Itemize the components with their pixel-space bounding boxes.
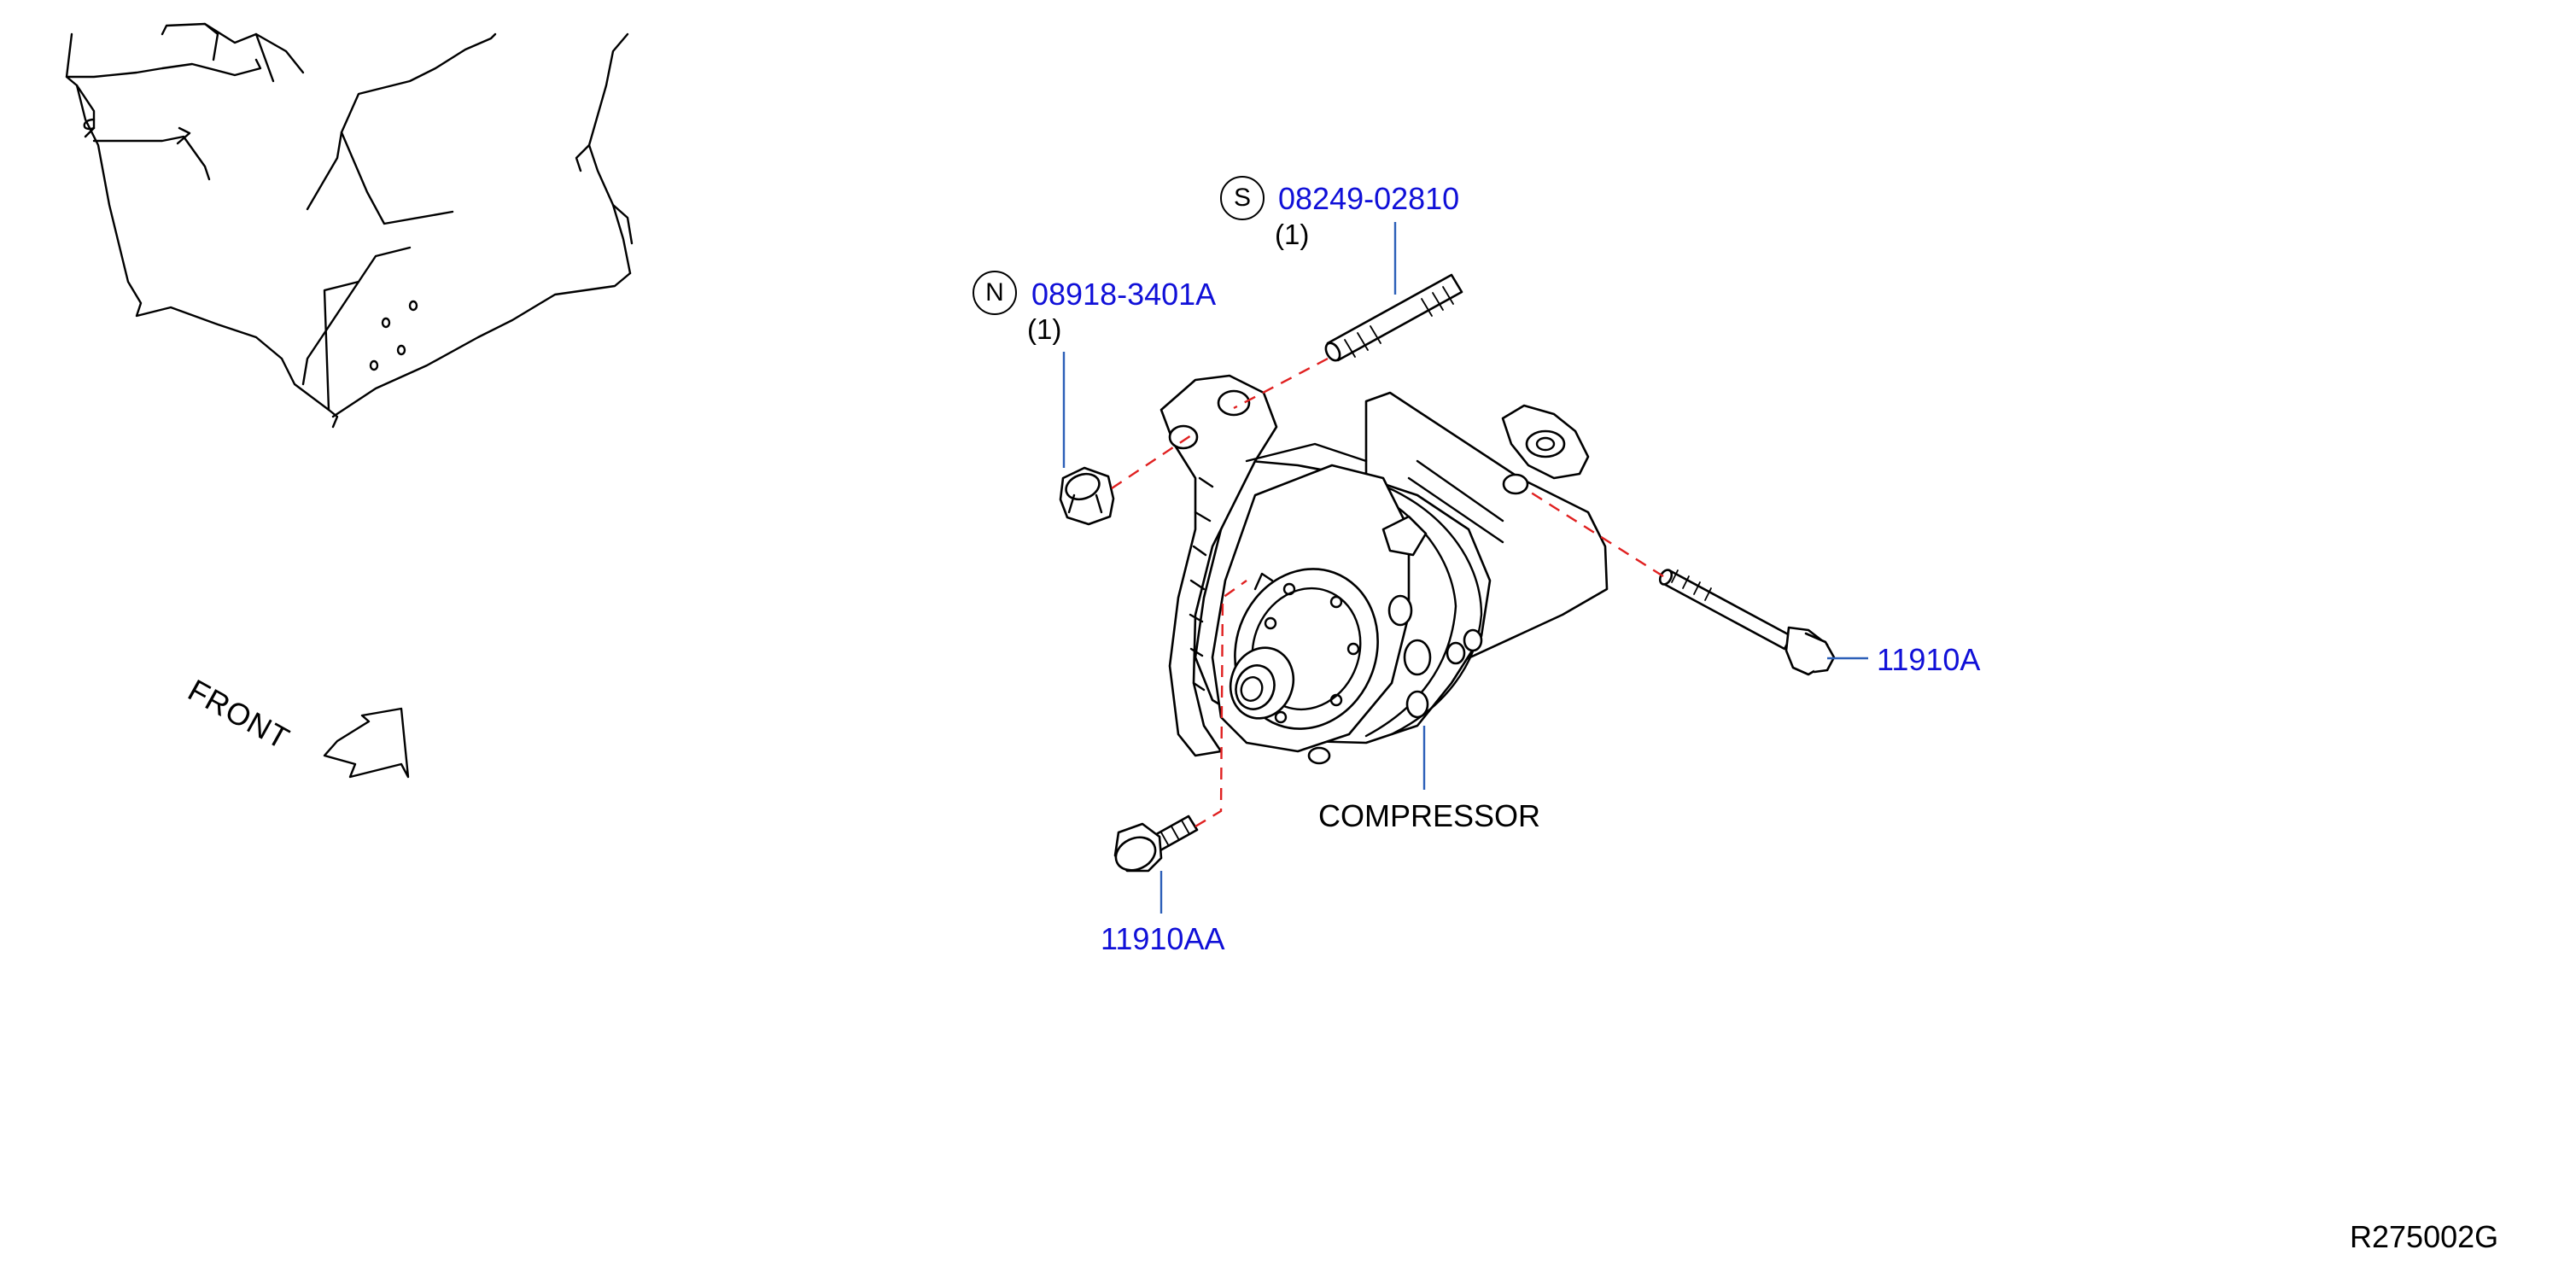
nut-part	[1059, 466, 1115, 526]
reference-code: R275002G	[2350, 1219, 2499, 1254]
engine-block-outline	[65, 22, 634, 429]
short-bolt-part-number[interactable]: 11910AA	[1101, 921, 1225, 956]
standard-part-badge: S	[1220, 176, 1265, 220]
stud-quantity: (1)	[1275, 219, 1310, 250]
nut-part-number[interactable]: 08918-3401A	[1031, 277, 1217, 312]
long-bolt-part-number[interactable]: 11910A	[1877, 642, 1981, 677]
stud-part-number[interactable]: 08249-02810	[1278, 181, 1460, 216]
dashed-line-nut	[1111, 435, 1192, 489]
compressor-label: COMPRESSOR	[1318, 798, 1541, 833]
dashed-line-stud	[1233, 357, 1329, 410]
long-bolt-part	[1658, 569, 1836, 676]
stud-part	[1324, 273, 1463, 362]
front-arrow-icon	[323, 707, 410, 779]
short-bolt-part	[1113, 814, 1199, 873]
nut-quantity: (1)	[1027, 313, 1062, 345]
nut-part-badge: N	[973, 271, 1017, 315]
compressor-body	[1159, 374, 1609, 765]
dashed-line-long-bolt	[1527, 489, 1664, 578]
